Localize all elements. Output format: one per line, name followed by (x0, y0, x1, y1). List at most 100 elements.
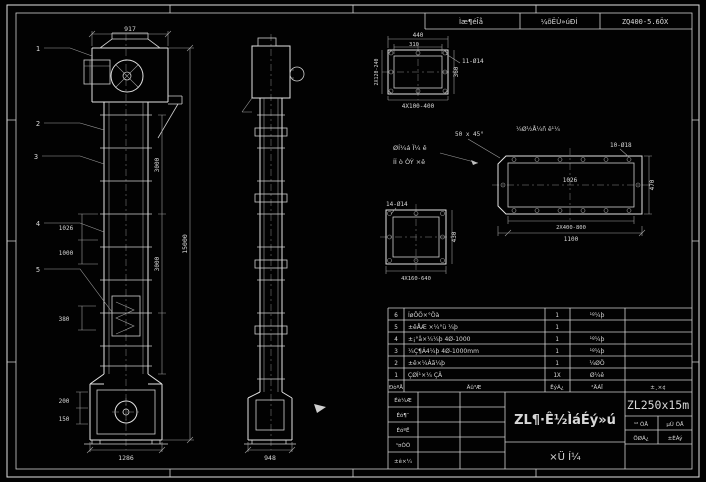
bom-row-qty: 1 (555, 348, 559, 355)
head-platform (157, 95, 183, 139)
chamfer-leader (467, 138, 501, 159)
annotation-notes: ØÍ¼á Ï¼ ê ÍÍ ò ÒÝ ×ê 50 x 45° ¼Ø½Å¼ñ ê¹¼ (393, 126, 560, 166)
tb-sheets-total: ¹² ÕÅ (634, 421, 648, 428)
dim-square-bottom: 4X160-640 (401, 276, 431, 282)
side-casing (254, 98, 288, 392)
dim-side-bottom-width: 948 (264, 454, 276, 462)
elevator-boot (84, 373, 168, 445)
tb-label-standard: ±ê×¼ (394, 458, 413, 465)
top-title-strip: Ìæ¶éĨå ¼õËÙ»úÐÍ ZQ400-5.6ÖX (424, 13, 692, 30)
bom-header-remark: ±¸×¢ (650, 385, 665, 391)
bom-header-name: Ãû³Æ (467, 384, 482, 391)
tb-scale-label: ±ÈÀý (668, 434, 683, 442)
note-line-2: ÍÍ ò ÒÝ ×ê (393, 157, 425, 166)
front-balloons: 1 2 3 4 5 (34, 45, 113, 313)
dim-plate-center: 1026 (563, 177, 578, 184)
sheet-frame (6, 4, 700, 478)
bom-row-no: 1 (394, 372, 398, 379)
elevator-casing (100, 102, 152, 374)
front-dimensions: 917 15000 3000 3000 1026 1000 380 200 15… (59, 25, 194, 462)
side-dimensions: 948 (244, 442, 296, 462)
top-strip-drawing-no: ZQ400-5.6ÖX (622, 17, 669, 26)
dim-flange-310: 310 (409, 42, 419, 48)
side-motor (289, 66, 305, 82)
title-block: Éè¼Æ Éó¶¨ ÉóºË ¹¤ÒÕ ±ê×¼ ZL¶·Ê½ÌáÉý»ú ×Ü… (388, 392, 692, 469)
casing-flanges (100, 114, 152, 367)
bom-row-name: ÇØÍ¹×¼ ÇÄ (408, 372, 443, 379)
bom-row-material: ¹º¼þ (590, 348, 605, 355)
bom-header-qty: ÊýÁ¿ (550, 383, 563, 391)
balloon-3: 3 (34, 153, 38, 161)
inner-border (15, 12, 693, 470)
dim-top-width: 917 (124, 25, 136, 33)
balloon-4: 4 (36, 220, 40, 228)
model-number: ZL250x15m (627, 398, 689, 412)
bom-row-material: ¹º¼þ (590, 312, 605, 319)
square-flange-holes (387, 211, 445, 263)
detail-flange-plate: 440 310 2X120-240 360 11-Ø14 4X100-400 (374, 32, 484, 110)
drawing-subtitle: ×Ü Í¼ (549, 450, 581, 463)
bucket-chain (115, 301, 135, 335)
dim-flange-440: 440 (413, 32, 424, 39)
dim-flange-bottom: 4X100-400 (402, 103, 435, 110)
dim-left-2: 1000 (59, 250, 74, 257)
bom-row-name: ±¡°å×¼¼þ 4Ø-1000 (408, 336, 471, 343)
title-block-grid (388, 392, 692, 469)
side-boot (244, 391, 296, 445)
tb-label-design: Éè¼Æ (394, 396, 412, 404)
side-head (241, 37, 305, 113)
bom-row-no: 6 (394, 312, 398, 319)
dim-segment-1: 3000 (154, 157, 161, 172)
front-view-elevator: 1 2 3 4 5 917 15000 3000 3000 1026 1000 … (34, 25, 194, 462)
hatch-marks (387, 49, 449, 95)
bom-row-no: 4 (394, 336, 398, 343)
bom-row-qty: 1X (553, 372, 561, 379)
frame-tick-marks (7, 5, 699, 477)
elevator-head (83, 32, 183, 139)
bom-row-material: ¹º¼þ (590, 336, 605, 343)
plate-note: ¼Ø½Å¼ñ ê¹¼ (516, 126, 560, 133)
dim-square-right: 430 (451, 231, 458, 242)
tb-weight-label: ÖØÁ¿ (633, 435, 648, 442)
dim-plate-b1: 2X400-800 (556, 225, 586, 231)
top-strip-grid (424, 13, 692, 30)
dim-flange-right: 360 (453, 66, 460, 77)
flange-bolt-holes (388, 50, 448, 94)
dim-flange-left: 2X120-240 (374, 58, 380, 85)
bom-grid (387, 307, 692, 469)
bom-row-qty: 1 (555, 324, 559, 331)
bom-row-qty: 1 (555, 360, 559, 367)
dim-left-4: 200 (59, 398, 70, 405)
side-view-elevator: 948 (241, 34, 326, 462)
tb-label-process: ¹¤ÒÕ (396, 442, 411, 449)
dim-plate-b2: 1100 (564, 236, 579, 243)
bom-row-name: ±ê×¼Áã¼þ (408, 360, 445, 367)
dim-left-1: 1026 (59, 225, 74, 232)
bom-header-material: ²ÄÁÏ (591, 384, 603, 391)
tb-label-check: ÉóºË (397, 426, 410, 434)
chamfer-note: 50 x 45° (455, 131, 484, 138)
tb-sheet-number: µÚ ÕÅ (666, 421, 684, 428)
dim-plate-right: 470 (649, 179, 656, 190)
balloon-2: 2 (36, 120, 40, 128)
dim-left-5: 150 (59, 416, 70, 423)
section-arrow-mark (314, 404, 326, 413)
balloon-leaders (42, 47, 113, 313)
bom-row-qty: 1 (555, 312, 559, 319)
detail-long-plate: 1026 10-Ø18 2X400-800 1100 470 (492, 142, 656, 243)
top-strip-cell-2: ¼õËÙ»úÐÍ (541, 17, 578, 26)
top-strip-cell-1: Ìæ¶éĨå (459, 17, 483, 26)
boot-base (84, 440, 168, 445)
dim-bottom-width: 1286 (118, 454, 134, 462)
bom-row-no: 3 (394, 348, 398, 355)
label-flange-holes: 11-Ø14 (462, 58, 484, 65)
balloon-5: 5 (36, 266, 40, 274)
plate-bolt-holes (500, 157, 641, 213)
dim-segment-2: 3000 (154, 256, 161, 271)
drawing-title: ZL¶·Ê½ÌáÉý»ú (514, 412, 616, 428)
bom-row-no: 2 (394, 360, 398, 367)
head-pulley (110, 59, 144, 93)
dim-left-3: 380 (59, 316, 70, 323)
bom-table: 6 ÍøÕÖ×°Öà 1 ¹º¼þ 5 ±êÅÆ ×¼°ü ¼þ 1 4 ±¡°… (387, 307, 692, 469)
